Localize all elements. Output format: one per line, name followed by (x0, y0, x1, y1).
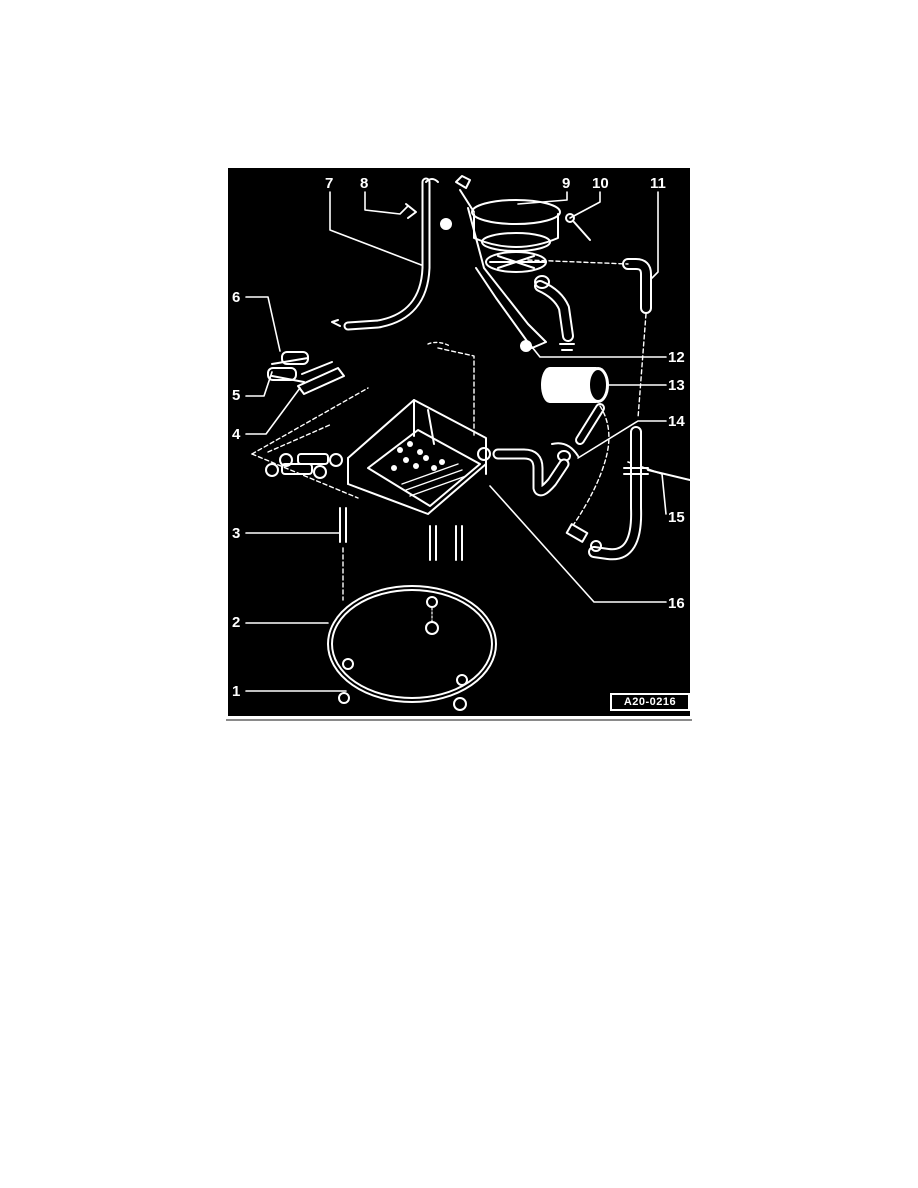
callout-2: 2 (232, 614, 241, 631)
callout-14: 14 (668, 413, 685, 430)
callout-16: 16 (668, 595, 685, 612)
callout-10: 10 (592, 175, 609, 192)
callout-5: 5 (232, 387, 241, 404)
diagram-drawing (245, 175, 690, 711)
callout-8: 8 (360, 175, 369, 192)
callout-4: 4 (232, 426, 241, 443)
callout-1: 1 (232, 683, 241, 700)
callout-7: 7 (325, 175, 334, 192)
callout-12: 12 (668, 349, 685, 366)
exploded-parts-diagram: 1 2 3 4 5 6 7 8 9 10 11 12 13 14 15 16 A… (228, 168, 690, 716)
callout-9: 9 (562, 175, 571, 192)
callout-11: 11 (650, 175, 666, 192)
callout-6: 6 (232, 289, 241, 306)
figure-reference-code: A20-0216 (610, 693, 690, 711)
figure-bottom-rule (226, 719, 692, 721)
callout-3: 3 (232, 525, 241, 542)
callout-13: 13 (668, 377, 685, 394)
callout-15: 15 (668, 509, 685, 526)
